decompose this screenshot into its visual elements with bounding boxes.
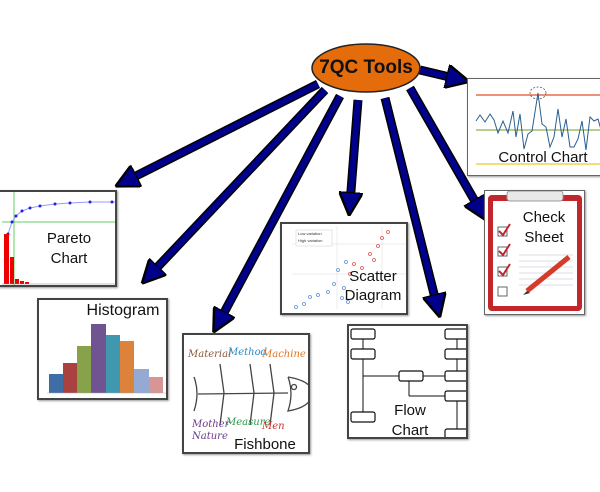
arrow-to-histogram (150, 87, 328, 275)
arrow-to-pareto (126, 81, 320, 181)
fishbone-graphic (193, 363, 308, 426)
pareto-label-2: Chart (50, 250, 88, 267)
check-sheet-graphic (488, 191, 582, 311)
arrow-to-control (419, 70, 458, 79)
histogram-card: Histogram (37, 298, 168, 400)
pareto-label-1: Pareto (46, 230, 92, 247)
arrow-to-check (407, 86, 480, 210)
cause-mother-nature-1: Mother (192, 419, 230, 430)
scatter-label-1: Scatter (349, 268, 397, 285)
center-title: 7QC Tools (319, 57, 413, 78)
flow-label-1: Flow (394, 402, 426, 419)
pareto-chart-card: Pareto Chart (0, 190, 117, 287)
legend-high-variation: High variation (298, 238, 323, 243)
cause-method: Method (228, 347, 268, 358)
pareto-chart-graphic (2, 192, 115, 285)
control-chart-label: Control Chart (498, 149, 588, 166)
arrow-to-fishbone (219, 94, 343, 322)
histogram-graphic (47, 324, 166, 394)
cause-material: Material (188, 349, 232, 360)
control-chart-graphic (475, 86, 600, 165)
scatter-label-2: Diagram (344, 287, 402, 304)
arrow-to-flow (382, 97, 437, 306)
check-sheet-card: Check Sheet (484, 190, 585, 315)
histogram-label: Histogram (86, 302, 160, 319)
scatter-diagram-card: Low variation High variation Scatter Dia… (280, 222, 408, 315)
cause-machine: Machine (262, 349, 306, 360)
arrow-to-scatter (350, 99, 358, 204)
check-sheet-label-1: Check (522, 209, 566, 226)
fishbone-card: Material Method Machine Mother Nature Me… (182, 333, 310, 454)
fishbone-label: Fishbone (234, 436, 296, 453)
check-sheet-label-2: Sheet (524, 229, 564, 246)
scatter-graphic (292, 226, 406, 309)
cause-mother-nature-2: Nature (192, 431, 228, 442)
flow-graphic (350, 328, 466, 437)
cause-men: Men (262, 421, 285, 432)
flow-label-2: Chart (391, 422, 429, 439)
control-chart-card: Control Chart (467, 78, 600, 176)
flow-chart-card: Flow Chart (347, 324, 468, 439)
center-node (311, 43, 421, 93)
legend-low-variation: Low variation (298, 231, 322, 236)
cause-measure: Measure (226, 417, 271, 428)
